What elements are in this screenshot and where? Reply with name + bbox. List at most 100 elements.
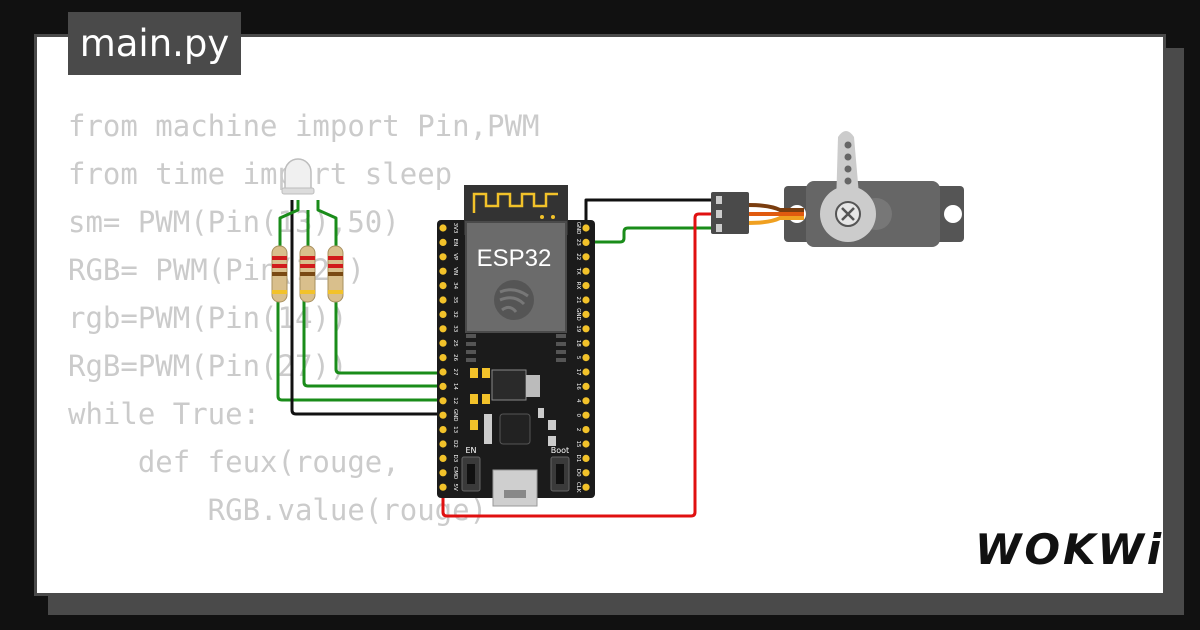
regulator-tab <box>526 375 540 397</box>
right-pin-19[interactable] <box>582 325 590 333</box>
left-pin-25[interactable] <box>439 339 447 347</box>
left-pin-label: 13 <box>452 426 458 433</box>
code-line: from machine import Pin,PWM <box>68 109 540 143</box>
wire-5v[interactable] <box>441 212 711 518</box>
right-pin-label: 0 <box>575 413 581 417</box>
resistor-red[interactable] <box>271 245 288 303</box>
right-pin-4[interactable] <box>582 397 590 405</box>
servo-motor[interactable] <box>711 131 964 247</box>
esp32-board[interactable]: ESP32 EN Boot <box>437 185 595 507</box>
right-pin-5[interactable] <box>582 354 590 362</box>
right-pin-23[interactable] <box>582 238 590 246</box>
resistor-blue[interactable] <box>327 245 344 303</box>
left-pin-en[interactable] <box>439 238 447 246</box>
servo-horn[interactable] <box>820 131 876 242</box>
right-pin-16[interactable] <box>582 382 590 390</box>
right-pin-d1[interactable] <box>582 454 590 462</box>
left-pin-vn[interactable] <box>439 267 447 275</box>
right-pin-label: TX <box>575 267 581 275</box>
right-pin-18[interactable] <box>582 339 590 347</box>
right-pin-gnd[interactable] <box>582 310 590 318</box>
left-pin-5v[interactable] <box>439 483 447 491</box>
wire-pin12[interactable] <box>276 300 443 402</box>
right-pin-d0[interactable] <box>582 469 590 477</box>
right-pin-label: D1 <box>575 455 581 463</box>
right-pin-label: 19 <box>575 325 581 332</box>
wire-pin23[interactable] <box>586 226 711 244</box>
right-pin-gnd[interactable] <box>582 224 590 232</box>
left-pin-d2[interactable] <box>439 440 447 448</box>
code-line: rgb=PWM(Pin(14)) <box>68 301 348 335</box>
right-pin-label: CLK <box>575 482 581 493</box>
left-pin-label: 25 <box>452 340 458 347</box>
left-pin-12[interactable] <box>439 397 447 405</box>
right-pin-label: RX <box>575 282 581 290</box>
code-line: while True: <box>68 397 261 431</box>
right-pin-label: 17 <box>575 369 581 376</box>
left-pin-label: VN <box>452 267 458 275</box>
left-pin-vp[interactable] <box>439 253 447 261</box>
left-pin-35[interactable] <box>439 296 447 304</box>
wire-pin27[interactable] <box>334 300 443 375</box>
right-pin-2[interactable] <box>582 426 590 434</box>
left-pin-13[interactable] <box>439 426 447 434</box>
regulator-chip <box>491 369 527 401</box>
left-pin-label: CMD <box>452 466 458 479</box>
right-pin-17[interactable] <box>582 368 590 376</box>
left-pin-26[interactable] <box>439 354 447 362</box>
right-pin-label: 22 <box>575 253 581 260</box>
right-pin-label: D0 <box>575 469 581 477</box>
left-pin-label: 5V <box>452 484 458 491</box>
wire-gnd-led[interactable] <box>290 200 443 416</box>
left-pin-label: 26 <box>452 354 458 361</box>
en-button[interactable] <box>461 456 481 492</box>
right-pin-label: 18 <box>575 340 581 347</box>
left-pin-label: D3 <box>452 455 458 463</box>
right-pin-label: 15 <box>575 441 581 448</box>
servo-connector[interactable] <box>711 192 749 234</box>
left-pin-label: GND <box>452 409 458 422</box>
left-pin-label: 32 <box>452 311 458 318</box>
code-line: RgB=PWM(Pin(27)) <box>68 349 348 383</box>
mount-hole-right <box>944 205 962 223</box>
left-pin-32[interactable] <box>439 310 447 318</box>
wire-gnd-servo[interactable] <box>584 198 711 228</box>
right-pin-0[interactable] <box>582 411 590 419</box>
right-pin-22[interactable] <box>582 253 590 261</box>
right-pin-21[interactable] <box>582 296 590 304</box>
resistor-green[interactable] <box>299 245 316 303</box>
left-pin-33[interactable] <box>439 325 447 333</box>
wire-pin14[interactable] <box>302 300 443 388</box>
left-pin-3v3[interactable] <box>439 224 447 232</box>
file-tab[interactable]: main.py <box>68 12 241 75</box>
boot-button[interactable] <box>550 456 570 492</box>
left-pin-34[interactable] <box>439 282 447 290</box>
board-pins: 3V3ENVPVN343532332526271412GND13D2D3CMD5… <box>439 222 590 493</box>
wire-led-blue[interactable] <box>316 200 338 248</box>
left-pin-gnd[interactable] <box>439 411 447 419</box>
right-pin-label: 2 <box>575 428 581 432</box>
left-pin-cmd[interactable] <box>439 469 447 477</box>
right-pin-label: 16 <box>575 383 581 390</box>
en-label: EN <box>465 446 476 455</box>
led-rim <box>281 187 315 195</box>
rgb-led[interactable] <box>281 158 315 195</box>
left-pin-d3[interactable] <box>439 454 447 462</box>
right-pin-label: 4 <box>575 399 581 403</box>
left-pin-label: D2 <box>452 440 458 448</box>
right-pin-rx[interactable] <box>582 282 590 290</box>
left-pin-14[interactable] <box>439 382 447 390</box>
right-pin-15[interactable] <box>582 440 590 448</box>
boot-label: Boot <box>551 446 569 455</box>
right-pin-clk[interactable] <box>582 483 590 491</box>
right-pin-tx[interactable] <box>582 267 590 275</box>
left-pin-27[interactable] <box>439 368 447 376</box>
wokwi-logo: WOKWi <box>975 525 1165 574</box>
left-pin-label: 27 <box>452 369 458 376</box>
usb-port[interactable] <box>492 469 538 507</box>
right-pin-label: 5 <box>575 356 581 360</box>
smd-strip <box>484 414 492 444</box>
wire-led-red[interactable] <box>278 200 300 248</box>
right-pin-label: GND <box>575 308 581 321</box>
